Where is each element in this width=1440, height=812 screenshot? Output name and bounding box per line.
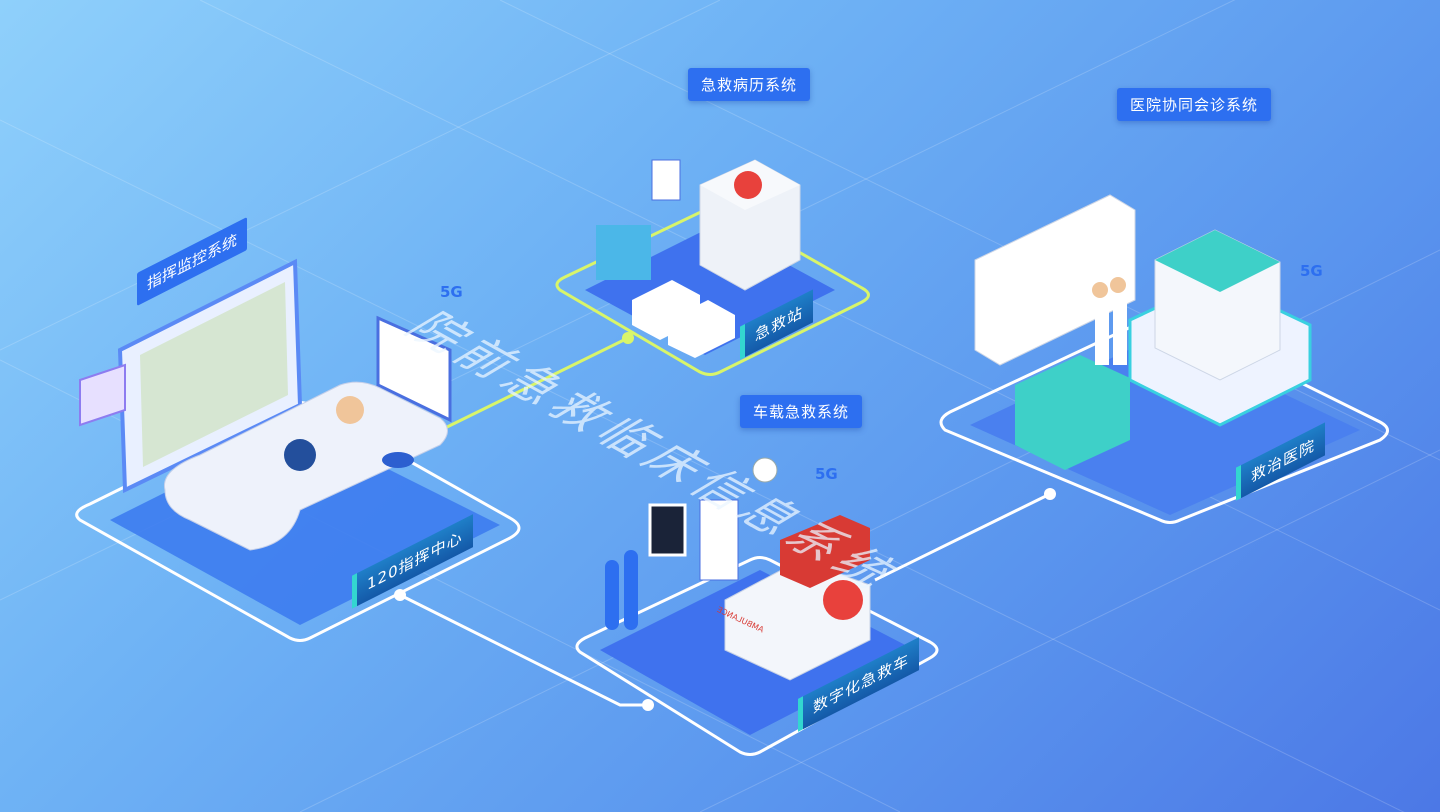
link-command-station	[444, 336, 629, 430]
system-tag-consult: 医院协同会诊系统	[1117, 88, 1272, 121]
link-command-ambulance	[399, 593, 648, 707]
system-tag-emr: 急救病历系统	[688, 68, 811, 101]
ambulance-illustration: AMBULANCE	[605, 457, 871, 681]
5g-cloud-icon: 5G	[1300, 262, 1323, 280]
system-tag-vehicle: 车载急救系统	[740, 395, 863, 428]
command-center-illustration	[79, 258, 452, 551]
5g-cloud-icon: 5G	[440, 283, 463, 301]
station-illustration	[596, 159, 801, 358]
5g-cloud-icon: 5G	[815, 465, 838, 483]
link-ambulance-hospital	[874, 492, 1051, 582]
hospital-illustration	[974, 194, 1312, 470]
